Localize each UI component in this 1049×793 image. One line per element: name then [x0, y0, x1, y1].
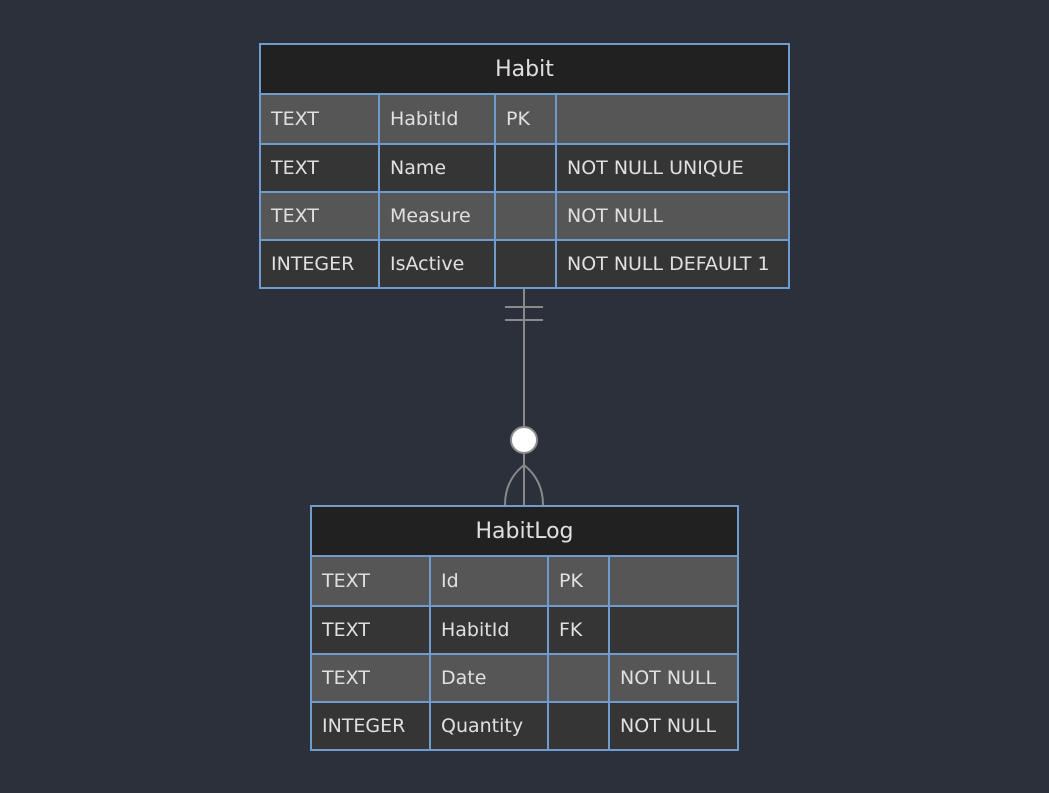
attribute-name: Date — [429, 655, 547, 701]
attribute-row: TEXT Date NOT NULL — [312, 653, 737, 701]
attribute-type: INTEGER — [271, 253, 355, 275]
attribute-name: Name — [378, 145, 494, 191]
attribute-key — [547, 703, 608, 749]
attribute-type: TEXT — [322, 667, 370, 689]
attribute-key — [494, 241, 555, 287]
attribute-name: Id — [429, 557, 547, 605]
attribute-type: TEXT — [271, 205, 319, 227]
entity-title: HabitLog — [312, 507, 737, 557]
zero-marker-circle — [510, 426, 538, 454]
attribute-comment: NOT NULL — [608, 703, 737, 749]
attribute-type: INTEGER — [322, 715, 406, 737]
attribute-comment: NOT NULL — [555, 193, 788, 239]
attribute-comment: NOT NULL — [608, 655, 737, 701]
attribute-comment: NOT NULL DEFAULT 1 — [555, 241, 788, 287]
attribute-name: Quantity — [429, 703, 547, 749]
attribute-type: TEXT — [322, 570, 370, 592]
attribute-type: TEXT — [271, 157, 319, 179]
attribute-key: FK — [547, 607, 608, 653]
attribute-row: TEXT Measure NOT NULL — [261, 191, 788, 239]
attribute-key — [494, 145, 555, 191]
attribute-row: INTEGER IsActive NOT NULL DEFAULT 1 — [261, 239, 788, 287]
attribute-row: INTEGER Quantity NOT NULL — [312, 701, 737, 749]
attribute-key — [494, 193, 555, 239]
attribute-type: TEXT — [322, 619, 370, 641]
attribute-key — [547, 655, 608, 701]
attribute-name: HabitId — [378, 95, 494, 143]
attribute-name: IsActive — [378, 241, 494, 287]
attribute-comment — [555, 95, 788, 143]
attribute-name: HabitId — [429, 607, 547, 653]
attribute-row: TEXT Name NOT NULL UNIQUE — [261, 143, 788, 191]
attribute-key: PK — [494, 95, 555, 143]
attribute-comment: NOT NULL UNIQUE — [555, 145, 788, 191]
crowfoot-right — [523, 464, 544, 506]
attribute-comment — [608, 557, 737, 605]
crowfoot-left — [504, 464, 525, 506]
attribute-key: PK — [547, 557, 608, 605]
entity-title: Habit — [261, 45, 788, 95]
attribute-name: Measure — [378, 193, 494, 239]
attribute-comment — [608, 607, 737, 653]
attribute-type: TEXT — [271, 108, 319, 130]
